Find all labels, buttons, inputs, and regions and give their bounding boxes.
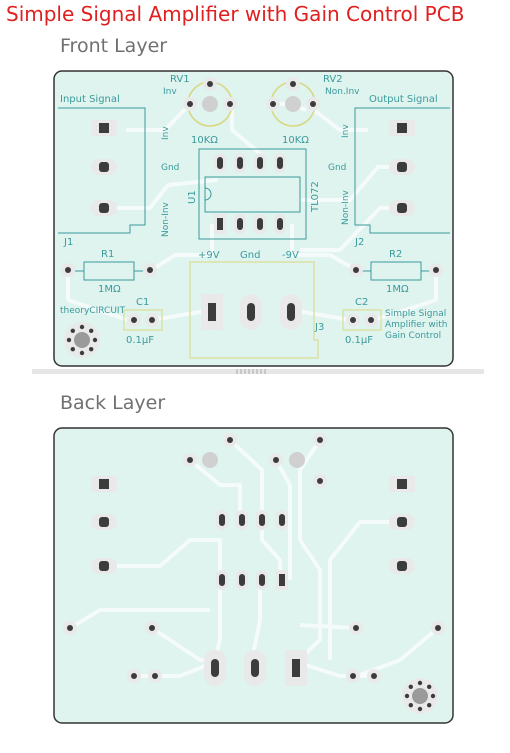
r1-ref: R1 <box>101 249 114 260</box>
r1-resistor <box>61 261 157 281</box>
j1-input-connector <box>58 107 146 234</box>
r1-value: 1MΩ <box>98 284 121 295</box>
rv2-pin-label: Non.Inv <box>325 87 360 97</box>
c2-capacitor <box>342 309 382 331</box>
j1-pin-gnd: Gnd <box>161 163 179 173</box>
rv2-potentiometer <box>266 77 320 127</box>
brand-label: theoryCIRCUIT <box>60 306 126 316</box>
j2-ref: J2 <box>354 237 364 248</box>
j1-pin-inv: Inv <box>161 126 171 140</box>
note-line-2: Amplifier with <box>385 320 448 330</box>
back-board <box>53 427 454 724</box>
c1-ref: C1 <box>136 297 149 308</box>
r2-ref: R2 <box>389 249 402 260</box>
note-line-1: Simple Signal <box>385 309 446 319</box>
c1-capacitor <box>123 309 163 331</box>
u1-part: TL072 <box>310 181 321 213</box>
rv2-value: 10KΩ <box>282 135 309 146</box>
rv1-value: 10KΩ <box>191 135 218 146</box>
c2-ref: C2 <box>355 297 368 308</box>
rv1-potentiometer <box>183 77 237 127</box>
front-layer-label: Front Layer <box>60 35 168 57</box>
front-mounting-hole <box>64 322 100 358</box>
c1-value: 0.1µF <box>126 335 154 346</box>
j2-pin-inv: Inv <box>341 124 351 138</box>
front-board: RV1 Inv 10KΩ RV2 Non.Inv 10KΩ Input Sign… <box>53 70 454 367</box>
j1-ref: J1 <box>63 237 73 248</box>
j1-title: Input Signal <box>60 94 120 105</box>
c2-value: 0.1µF <box>345 335 373 346</box>
back-layer-label: Back Layer <box>60 392 166 414</box>
r2-value: 1MΩ <box>386 284 409 295</box>
j2-title: Output Signal <box>369 94 438 105</box>
rv1-ref: RV1 <box>170 74 190 85</box>
rv2-ref: RV2 <box>323 74 343 85</box>
back-mounting-hole <box>402 678 438 714</box>
j3-power-connector <box>189 261 319 359</box>
j2-pin-gnd: Gnd <box>328 163 346 173</box>
page-title: Simple Signal Amplifier with Gain Contro… <box>6 2 465 26</box>
j3-pin-neg9v: -9V <box>282 250 299 261</box>
u1-opamp <box>198 148 307 240</box>
rv1-pin-label: Inv <box>163 87 177 97</box>
note-line-3: Gain Control <box>385 331 441 341</box>
j3-ref: J3 <box>314 322 324 333</box>
r2-resistor <box>349 261 443 281</box>
j2-output-connector <box>354 107 450 234</box>
divider-grip[interactable] <box>236 369 266 374</box>
j2-pin-noninv: Non-Inv <box>341 189 351 225</box>
j1-pin-noninv: Non-Inv <box>161 201 171 237</box>
j3-pin-pos9v: +9V <box>198 250 220 261</box>
u1-ref: U1 <box>187 190 198 204</box>
j3-pin-gnd: Gnd <box>240 250 260 261</box>
